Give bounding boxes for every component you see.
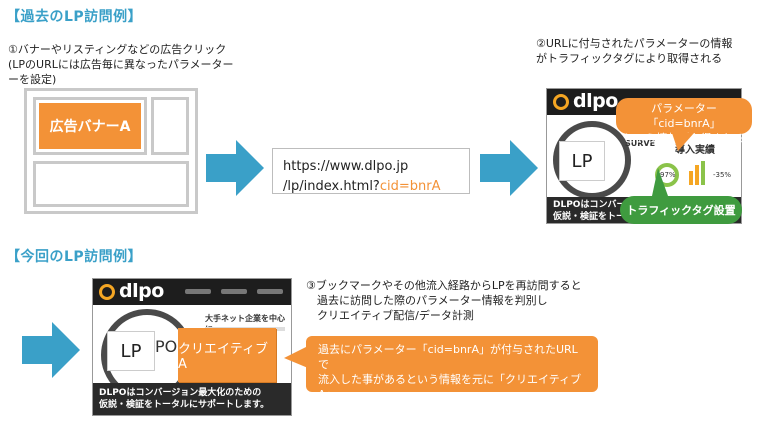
present-section-title: 【今回のLP訪問例】 — [6, 249, 143, 265]
callout-tail-icon — [672, 133, 694, 151]
ad-banner-a[interactable]: 広告バナーA — [39, 103, 141, 149]
site-logo: dlpo — [573, 90, 618, 112]
ad-banner-frame: 広告バナーA — [33, 97, 147, 155]
creative-callout: 過去にパラメーター「cid=bnrA」が付与されたURLで 流入した事があるとい… — [306, 336, 598, 416]
arrow-right-icon — [480, 140, 538, 196]
url-param-text: cid=bnrA — [379, 179, 441, 194]
po-text: PO — [155, 337, 178, 356]
site-band: DLPOはコンバージョン最大化のための 仮説・検証をトータルにサポートします。 — [93, 383, 291, 415]
dlpo-logo-icon — [99, 284, 115, 300]
url-base-text: https://www.dlpo.jp /lp/index.html? — [283, 159, 409, 194]
arrow-right-icon — [22, 322, 80, 378]
lp-card: LP — [559, 141, 605, 181]
tag-pointer-icon — [652, 168, 668, 196]
lp-screenshot-present: dlpo LP PO 大手ネット企業を中心に DLPOはコンバージョン最大化のた… — [92, 278, 292, 416]
survey-text: SURVE — [625, 139, 655, 148]
parameter-callout: パラメーター「cid=bnrA」 という情報が取得される — [616, 98, 752, 145]
arrow-right-icon — [206, 140, 264, 196]
site-nav — [163, 289, 283, 295]
ring-graphic — [553, 121, 631, 199]
stat-minus35: -35% — [713, 171, 732, 179]
stat-97: 97% — [660, 171, 676, 179]
ad-page-mockup: 広告バナーA — [24, 88, 198, 214]
site-header: dlpo — [93, 279, 291, 305]
callout-tail-icon — [284, 346, 308, 368]
results-heading: 導入実績 — [675, 145, 715, 156]
ad-side-box — [151, 97, 189, 155]
step1-text: ①バナーやリスティングなどの広告クリック (LPのURLには広告毎に異なったパラ… — [8, 43, 234, 86]
url-box: https://www.dlpo.jp /lp/index.html?cid=b… — [272, 148, 470, 194]
traffic-tag-badge: トラフィックタグ設置 — [620, 196, 742, 224]
creative-a-badge: クリエイティブA — [178, 328, 276, 382]
dlpo-logo-icon — [553, 94, 569, 110]
step3-text: ③ブックマークやその他流入経路からLPを再訪問すると 過去に訪問した際のパラメー… — [306, 279, 582, 322]
past-section-title: 【過去のLP訪問例】 — [6, 9, 143, 25]
step2-text: ②URLに付与されたパラメーターの情報 がトラフィックタグにより取得される — [536, 37, 733, 65]
ad-bottom-box — [33, 161, 189, 207]
site-logo: dlpo — [119, 280, 164, 302]
lp-card: LP — [107, 331, 155, 371]
